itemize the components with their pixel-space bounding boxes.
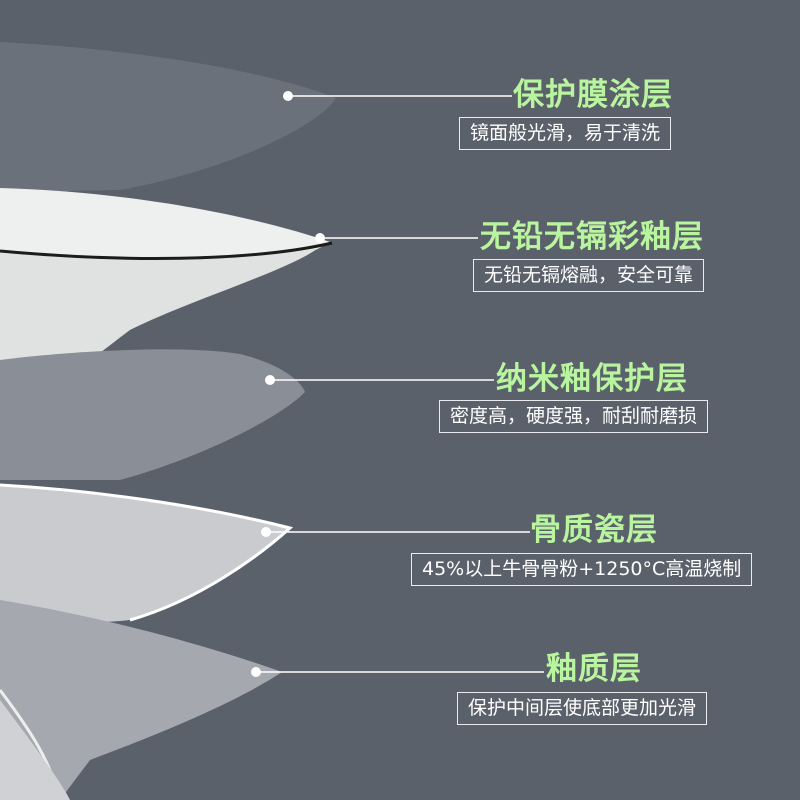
bone-china-rim	[0, 483, 294, 622]
leader-line-2	[315, 233, 478, 243]
bowl-rim	[0, 241, 333, 260]
layer-title-bone-china: 骨质瓷层	[530, 512, 658, 548]
layer-title-protective-film: 保护膜涂层	[513, 77, 673, 113]
leader-line-5	[251, 667, 544, 677]
bone-china-layer	[0, 485, 290, 623]
layer-desc-glaze: 保护中间层使底部更加光滑	[457, 692, 708, 725]
protective-film-layer	[0, 42, 336, 192]
layer-desc-nano-glaze: 密度高，硬度强，耐刮耐磨损	[439, 400, 709, 433]
nano-glaze-layer	[0, 349, 305, 480]
layer-desc-lead-free-glaze: 无铅无镉熔融，安全可靠	[473, 259, 705, 292]
glaze-layer	[0, 600, 282, 800]
bowl-shadow	[0, 248, 318, 440]
layer-desc-bone-china: 45%以上牛骨骨粉+1250°C高温烧制	[411, 553, 753, 586]
bowl-foot	[0, 700, 70, 800]
layer-title-lead-free-glaze: 无铅无镉彩釉层	[480, 219, 704, 255]
leader-line-1	[283, 91, 512, 101]
layer-desc-protective-film: 镜面般光滑，易于清洗	[459, 117, 672, 150]
layer-title-nano-glaze: 纳米釉保护层	[496, 361, 688, 397]
bowl-body	[0, 188, 330, 440]
leader-line-3	[265, 375, 494, 385]
layer-title-glaze: 釉质层	[546, 651, 642, 687]
leader-line-4	[261, 527, 530, 537]
